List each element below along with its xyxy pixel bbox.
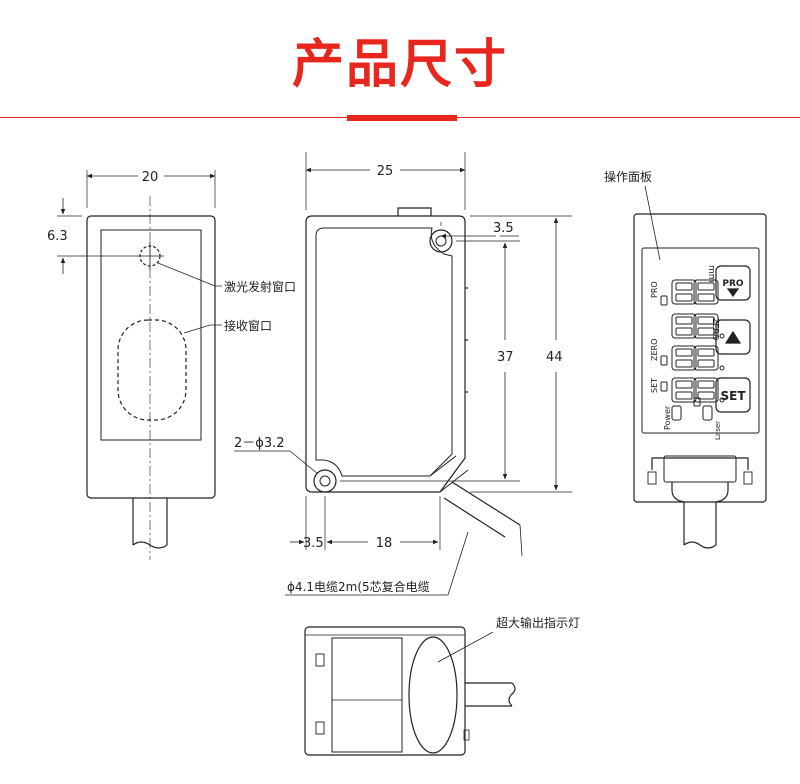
zero-indicator-label: ZERO: [650, 339, 659, 361]
segment-display: [660, 279, 725, 421]
power-label: Power: [663, 405, 672, 430]
cable-spec-label: ϕ4.1电缆2m(5芯复合电缆: [287, 579, 430, 594]
zero-button-label: ZERO: [711, 318, 720, 340]
unit-label: mm: [706, 265, 716, 283]
indicator-label: 超大输出指示灯: [496, 615, 580, 630]
top-view: [304, 626, 516, 756]
bottom-left-dim: 3.5: [303, 536, 324, 551]
total-height-dim: 44: [546, 350, 563, 365]
operation-panel-label: 操作面板: [604, 169, 652, 184]
hole-spacing-dim: 37: [497, 350, 514, 365]
front-width-dim: 20: [142, 170, 159, 185]
pro-button-label: PRO: [722, 279, 744, 289]
panel-view: [633, 185, 767, 549]
set-button[interactable]: [715, 377, 751, 413]
header-accent-bar: [347, 115, 457, 121]
receive-window-label: 接收窗口: [224, 318, 272, 333]
side-width-dim: 25: [377, 164, 394, 179]
laser-label: Laser: [714, 421, 722, 440]
pro-indicator-label: PRO: [650, 281, 659, 298]
zero-button[interactable]: [715, 319, 751, 355]
hole-offset-top-dim: 3.5: [493, 221, 514, 236]
set-indicator-label: SET: [650, 378, 659, 393]
side-view: [234, 152, 572, 596]
front-view: [57, 170, 222, 560]
pro-button[interactable]: [715, 265, 751, 301]
bottom-span-dim: 18: [376, 536, 393, 551]
laser-window-label: 激光发射窗口: [224, 279, 296, 294]
hole-spec-label: 2－ϕ3.2: [234, 436, 285, 451]
page-title: 产品尺寸: [291, 35, 508, 95]
set-button-label: SET: [720, 389, 746, 403]
header: 产品尺寸: [0, 0, 800, 128]
laser-offset-dim: 6.3: [47, 229, 68, 244]
